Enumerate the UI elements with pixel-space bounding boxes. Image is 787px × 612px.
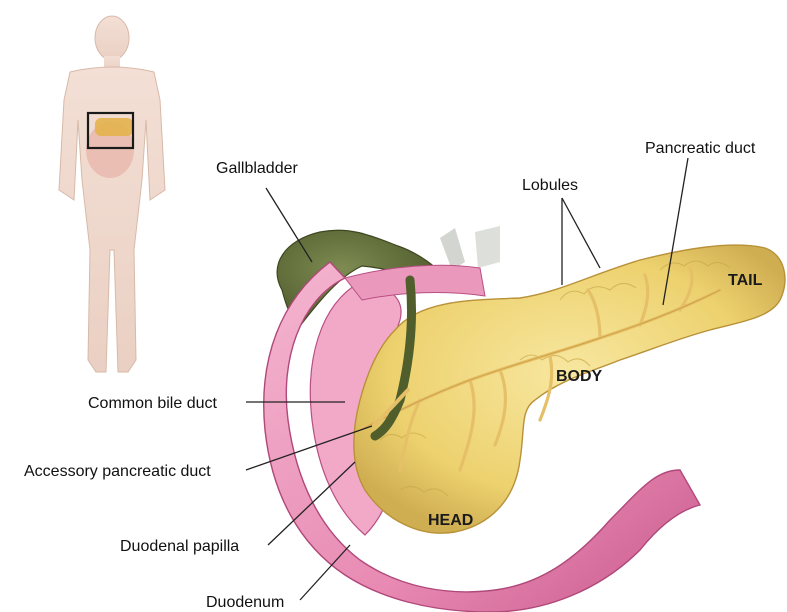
human-body-figure bbox=[59, 16, 165, 372]
label-common-bile-duct: Common bile duct bbox=[88, 395, 218, 412]
label-gallbladder: Gallbladder bbox=[216, 160, 299, 177]
label-body: BODY bbox=[556, 368, 603, 385]
label-head: HEAD bbox=[428, 512, 473, 529]
label-duodenum: Duodenum bbox=[206, 594, 284, 611]
label-accessory-pancreatic-duct: Accessory pancreatic duct bbox=[24, 463, 211, 480]
label-lobules: Lobules bbox=[522, 177, 578, 194]
label-pancreatic-duct: Pancreatic duct bbox=[645, 140, 756, 157]
label-duodenal-papilla: Duodenal papilla bbox=[120, 538, 239, 555]
label-tail: TAIL bbox=[728, 272, 763, 289]
